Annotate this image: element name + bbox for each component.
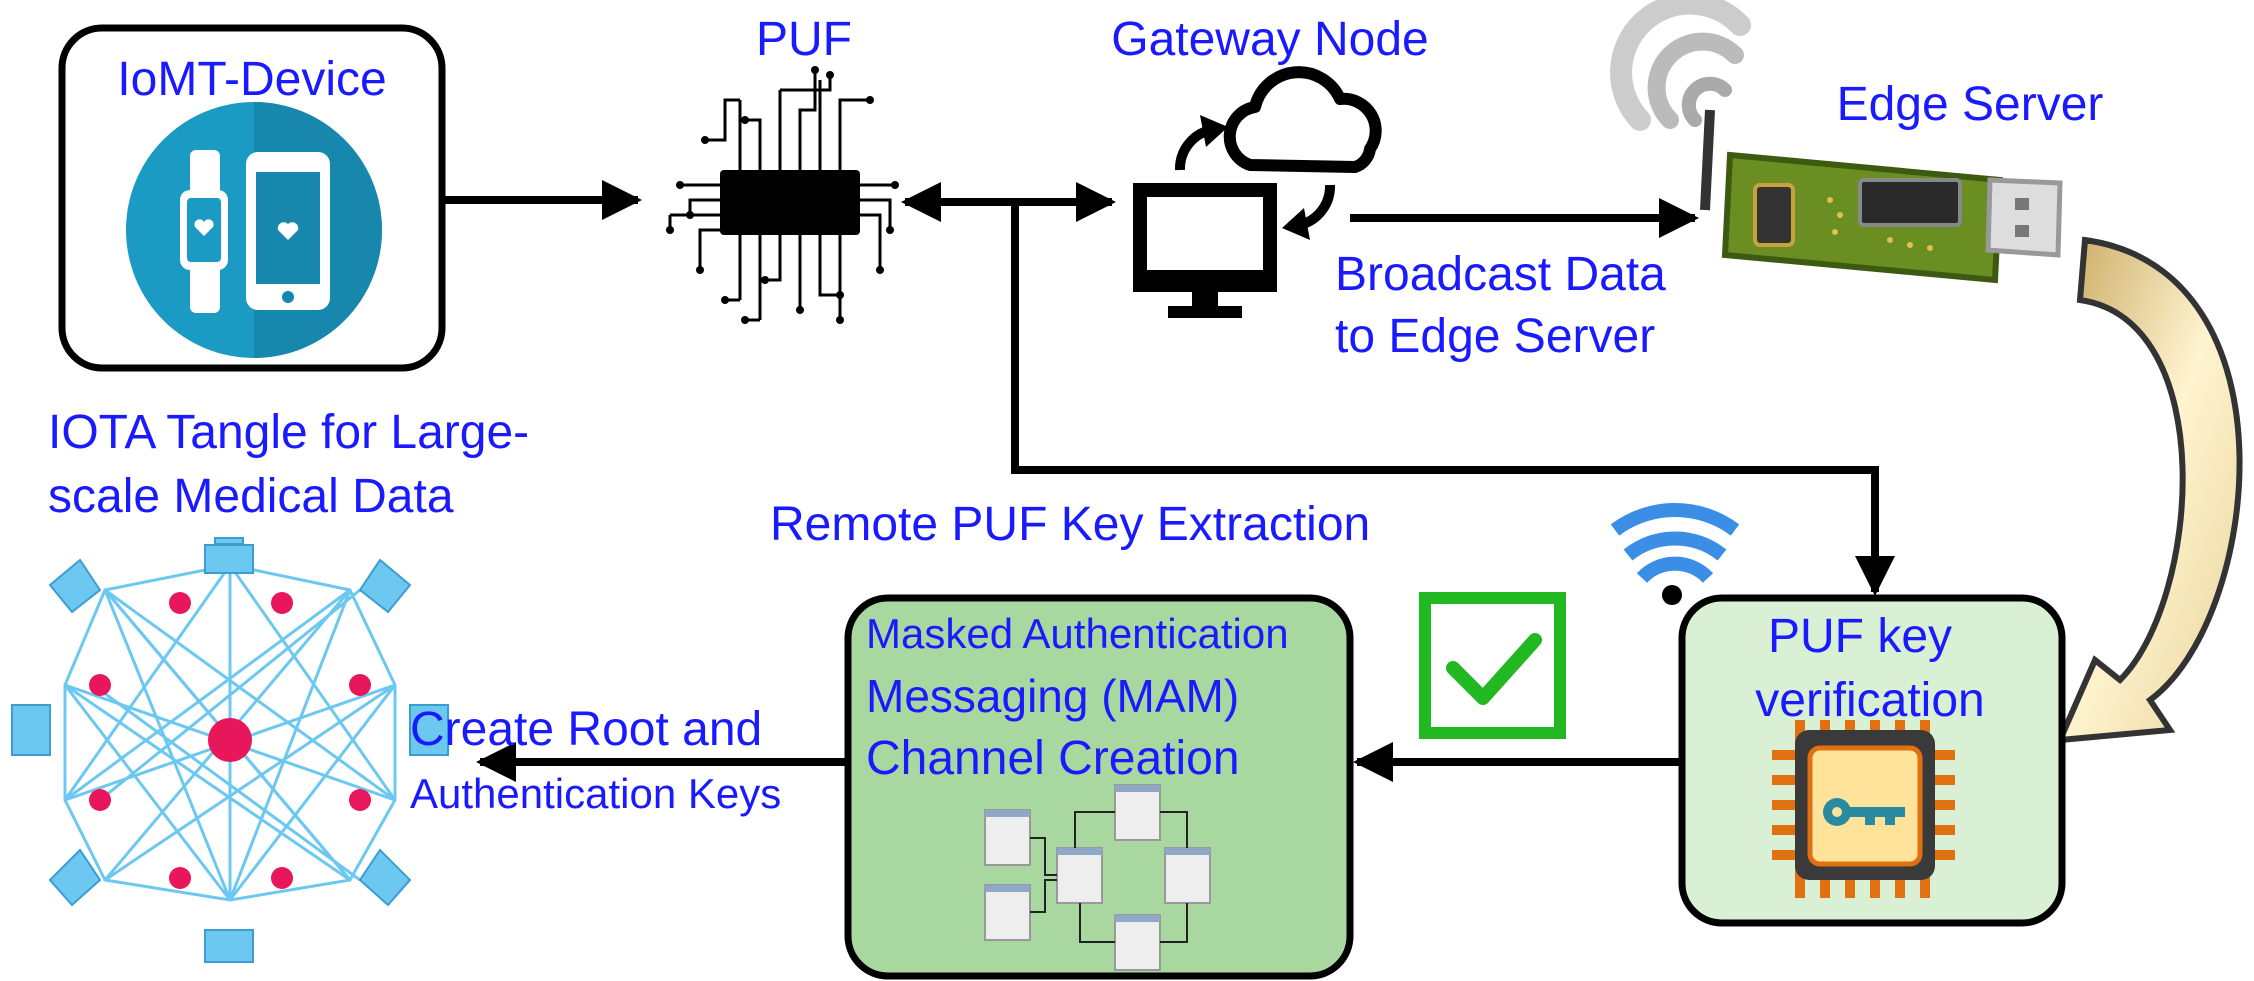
gateway-node: Gateway Node Broadcast Data to Edge Serv… xyxy=(1111,13,1666,363)
monitor-icon xyxy=(1133,183,1277,318)
iota-label-line2: scale Medical Data xyxy=(48,470,454,523)
edge-server-label: Edge Server xyxy=(1837,78,2104,131)
puf-verify-label-line2: verification xyxy=(1755,674,1984,727)
mesh-network-icon xyxy=(63,563,397,902)
edge-server-node: Edge Server xyxy=(1610,0,2104,284)
puf-verify-label-line1: PUF key xyxy=(1768,610,1952,663)
key-chip-icon xyxy=(1772,720,1955,898)
iomt-device-node: IoMT-Device xyxy=(58,24,446,372)
broadcast-label-line2: to Edge Server xyxy=(1335,310,1655,363)
iota-label-line1: IOTA Tangle for Large- xyxy=(48,406,529,459)
create-root-label-line2: Authentication Keys xyxy=(410,770,781,817)
iota-tangle-node: IOTA Tangle for Large- scale Medical Dat… xyxy=(11,406,781,963)
puf-label: PUF xyxy=(756,13,852,66)
mam-label-line3: Channel Creation xyxy=(866,732,1240,785)
broadcast-label-line1: Broadcast Data xyxy=(1335,248,1666,301)
remote-puf-label: Remote PUF Key Extraction xyxy=(770,498,1370,551)
smartwatch-icon xyxy=(180,150,228,313)
tangle-nodes xyxy=(89,592,371,889)
smartphone-icon xyxy=(246,152,330,310)
wifi-icon xyxy=(1610,503,1740,605)
curved-arrow xyxy=(2055,236,2243,744)
usb-board-icon xyxy=(1721,151,2063,284)
mam-label-line1: Masked Authentication xyxy=(866,610,1289,657)
verified-check-icon xyxy=(1419,592,1566,739)
gateway-node-label: Gateway Node xyxy=(1111,13,1429,66)
database-tables-icon xyxy=(984,784,1211,971)
iomt-device-label: IoMT-Device xyxy=(117,53,386,106)
mam-channel-node: Masked Authentication Messaging (MAM) Ch… xyxy=(844,594,1354,980)
flow-arrows xyxy=(445,180,1895,782)
wireless-signal-icon xyxy=(1610,0,1751,131)
puf-verification-node: PUF key verification xyxy=(1678,594,2066,927)
create-root-label-line1: Create Root and xyxy=(410,703,762,756)
cloud-icon xyxy=(1223,66,1382,173)
mam-label-line2: Messaging (MAM) xyxy=(866,670,1239,722)
tangle-peer-icons xyxy=(11,537,449,963)
puf-chip-node: PUF xyxy=(666,13,899,324)
